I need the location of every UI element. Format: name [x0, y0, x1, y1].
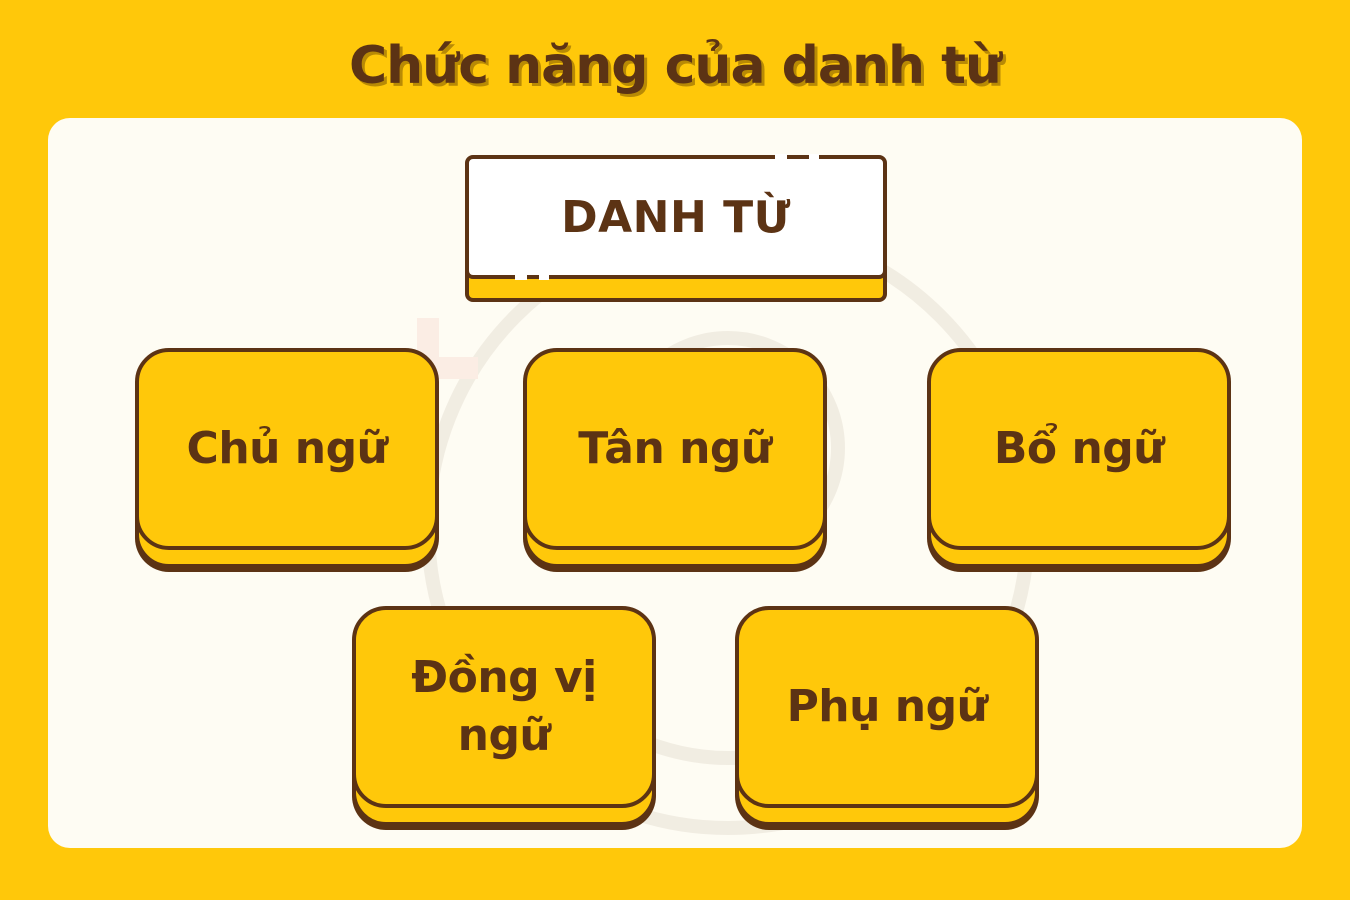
page-title: Chức năng của danh từ [349, 36, 1002, 96]
node-tan-ngu: Tân ngữ [523, 348, 827, 568]
root-border-gap [539, 272, 549, 280]
root-node-label: DANH TỪ [561, 191, 791, 243]
root-border-gap [809, 154, 819, 162]
node-face: Phụ ngữ [735, 606, 1039, 808]
node-face: Tân ngữ [523, 348, 827, 550]
node-phu-ngu: Phụ ngữ [735, 606, 1039, 826]
node-face: Chủ ngữ [135, 348, 439, 550]
root-border-gap [515, 272, 527, 280]
node-label: Bổ ngữ [993, 423, 1165, 474]
node-chu-ngu: Chủ ngữ [135, 348, 439, 568]
node-label: Phụ ngữ [786, 681, 988, 732]
node-label: Chủ ngữ [186, 423, 388, 474]
root-border-gap [775, 154, 787, 162]
node-label: Tân ngữ [578, 423, 772, 474]
node-dong-vi-ngu: Đồng vị ngữ [352, 606, 656, 826]
root-node-box: DANH TỪ [465, 155, 887, 279]
node-label: Đồng vị ngữ [411, 652, 597, 761]
node-bo-ngu: Bổ ngữ [927, 348, 1231, 568]
node-face: Đồng vị ngữ [352, 606, 656, 808]
root-node: DANH TỪ [465, 154, 887, 302]
node-face: Bổ ngữ [927, 348, 1231, 550]
